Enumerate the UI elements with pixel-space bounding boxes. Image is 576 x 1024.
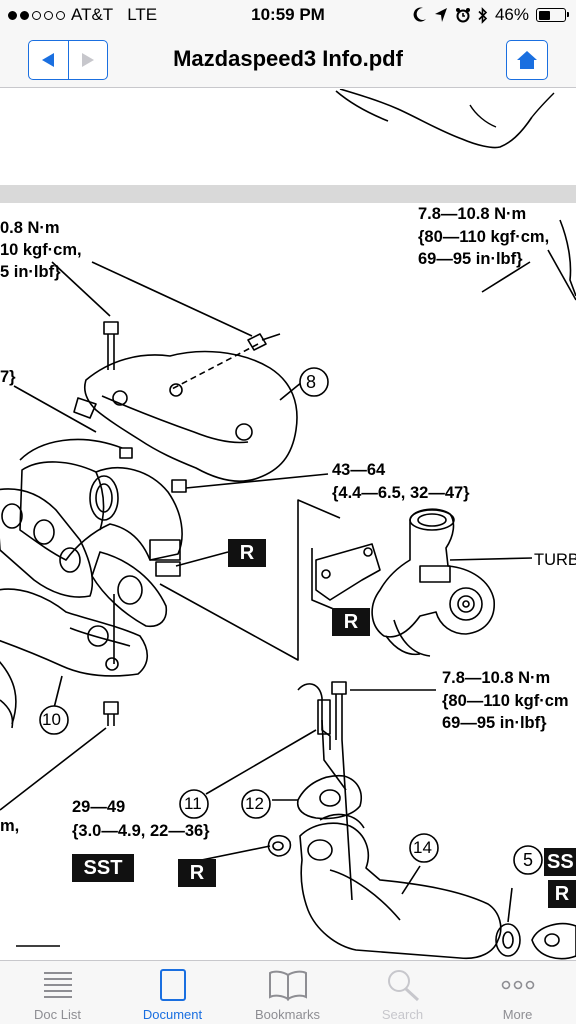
tab-bookmarks-label: Bookmarks (254, 1007, 321, 1022)
tab-bookmarks[interactable]: Bookmarks (230, 961, 345, 1024)
location-arrow-icon (434, 8, 447, 22)
nav-bar: Mazdaspeed3 Info.pdf (0, 32, 576, 88)
callout-10: 10 (42, 710, 61, 729)
callout-12: 12 (245, 794, 264, 813)
document-icon (159, 969, 186, 1001)
status-left: AT&T LTE (8, 5, 157, 25)
torque-top-right-line1: 7.8—10.8 N·m (418, 205, 527, 223)
book-icon (268, 970, 307, 1001)
tab-more[interactable]: More (460, 961, 575, 1024)
document-title: Mazdaspeed3 Info.pdf (173, 46, 403, 71)
replace-badge-3: R (178, 859, 216, 887)
tab-doc-list-label: Doc List (34, 1007, 81, 1022)
torque-left-partial: 7} (0, 368, 16, 386)
torque-top-right-line3: 69—95 in·lbf} (418, 250, 523, 268)
list-icon (43, 972, 72, 998)
battery-percent: 46% (494, 5, 529, 24)
torque-mid-line1: 43—64 (332, 461, 386, 479)
callout-8: 8 (306, 372, 317, 392)
callout-5: 5 (523, 850, 534, 870)
more-icon (501, 980, 534, 990)
back-button[interactable] (29, 41, 68, 79)
signal-strength-icon (8, 10, 65, 20)
forward-button[interactable] (67, 41, 108, 79)
torque-right-mid-line3: 69—95 in·lbf} (442, 714, 547, 732)
torque-right-mid-line1: 7.8—10.8 N·m (442, 669, 551, 687)
callout-11: 11 (184, 794, 202, 813)
tab-doc-list[interactable]: Doc List (0, 961, 115, 1024)
torque-top-right-line2: {80—110 kgf·cm, (418, 228, 550, 246)
page-nav-control (28, 40, 108, 80)
page-separator (0, 185, 576, 203)
torque-right-mid-line2: {80—110 kgf·cm (442, 692, 569, 710)
sst-badge-partial: SS (544, 848, 576, 876)
callout-14: 14 (413, 838, 432, 857)
torque-bottom-line2: {3.0—4.9, 22—36} (72, 822, 210, 840)
torque-mid-line2: {4.4—6.5, 32—47} (332, 484, 470, 502)
tab-more-label: More (502, 1007, 533, 1022)
tab-search-label: Search (381, 1007, 424, 1022)
bluetooth-icon (478, 6, 488, 24)
torque-top-left-line3: 5 in·lbf} (0, 263, 61, 281)
turbo-exploded-diagram (0, 219, 576, 960)
document-page[interactable]: 8 10 11 12 14 5 0.8 N·m 10 kgf·cm, 5 in·… (0, 203, 576, 960)
turbo-label: TURB (534, 551, 576, 569)
moon-icon (413, 7, 426, 22)
search-icon (387, 970, 419, 1002)
tab-document[interactable]: Document (115, 961, 230, 1024)
partial-left-bottom: m, (0, 817, 20, 835)
torque-top-left-line1: 0.8 N·m (0, 219, 60, 237)
document-page-previous[interactable] (0, 89, 576, 185)
drawing-fragment (335, 89, 555, 149)
tab-search[interactable]: Search (345, 961, 460, 1024)
home-button[interactable] (506, 40, 548, 80)
network-type: LTE (127, 5, 158, 24)
replace-badge-4: R (548, 880, 576, 908)
alarm-icon (455, 8, 470, 23)
sst-badge: SST (72, 854, 134, 882)
status-time: 10:59 PM (251, 5, 325, 24)
triangle-left-icon (42, 53, 55, 67)
torque-bottom-line1: 29—49 (72, 798, 126, 816)
replace-badge-2: R (332, 608, 370, 636)
triangle-right-icon (81, 53, 94, 67)
tab-bar: Doc List Document Bookmarks Search More (0, 960, 576, 1024)
replace-badge-1: R (228, 539, 266, 567)
torque-top-left-line2: 10 kgf·cm, (0, 241, 82, 259)
home-icon (517, 51, 537, 69)
status-right: 46% (413, 5, 569, 25)
status-bar: AT&T LTE 10:59 PM 46% (0, 0, 576, 32)
tab-document-label: Document (142, 1007, 203, 1022)
battery-icon (536, 8, 569, 22)
carrier-name: AT&T (71, 5, 114, 24)
